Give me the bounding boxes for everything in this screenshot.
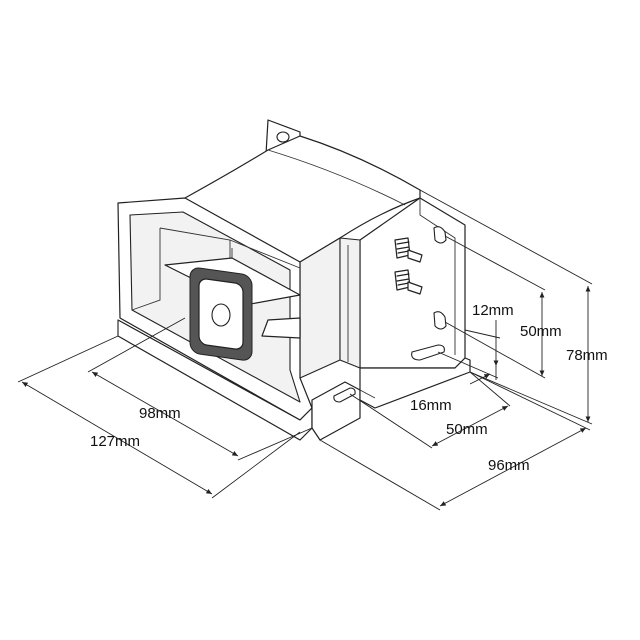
siren-device <box>117 119 471 441</box>
label-hole-spacing-vertical: 50mm <box>520 323 562 340</box>
side-plate <box>339 237 361 369</box>
label-depth-overall: 96mm <box>488 457 530 474</box>
label-height-overall: 78mm <box>566 347 608 364</box>
body-side <box>299 237 341 379</box>
label-hole-offset-vertical: 12mm <box>472 302 514 319</box>
internal-fin-lower <box>261 317 301 339</box>
bracket-foot-slot <box>411 344 445 361</box>
dim-line-16 <box>469 373 491 385</box>
driver-center <box>211 303 231 327</box>
dim-line-98 <box>91 371 239 457</box>
dim-line-50-base <box>431 405 509 447</box>
label-length-body: 98mm <box>139 405 181 422</box>
terminal-post-lower <box>394 269 423 295</box>
label-hole-spacing-base: 50mm <box>446 421 488 438</box>
dimension-lines <box>17 189 593 511</box>
bracket-slot-upper <box>433 226 447 244</box>
label-length-overall: 127mm <box>90 433 140 450</box>
bottom-foot-slot <box>333 387 356 403</box>
dim-line-96 <box>439 427 587 507</box>
terminal-post-upper <box>394 237 423 263</box>
bracket-slot-lower <box>433 311 447 330</box>
label-hole-offset-base: 16mm <box>410 397 452 414</box>
rear-flange-hole <box>276 131 290 143</box>
